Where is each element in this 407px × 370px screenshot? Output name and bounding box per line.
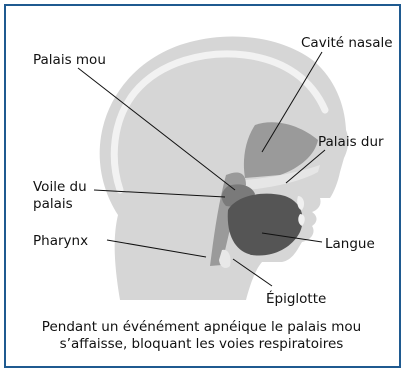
label-palais-dur: Palais dur	[318, 134, 384, 150]
nasal-cavity-shape	[243, 122, 318, 178]
skull-outline	[110, 50, 329, 194]
label-voile-du-palais-line2: palais	[33, 196, 73, 212]
label-langue: Langue	[325, 236, 375, 252]
leader-cavite-nasale	[261, 51, 323, 153]
label-pharynx: Pharynx	[33, 233, 88, 249]
label-palais-mou: Palais mou	[33, 52, 106, 68]
teeth-shape	[297, 196, 305, 226]
hard-palate-shape	[245, 165, 320, 190]
leader-voile	[93, 189, 226, 198]
caption-line-2: s’affaisse, bloquant les voies respirato…	[59, 336, 344, 352]
leader-lines	[77, 51, 326, 287]
leader-epiglotte	[232, 258, 273, 287]
label-cavite-nasale: Cavité nasale	[301, 35, 393, 51]
epiglottis-shape	[219, 249, 231, 268]
leader-palais-dur	[285, 149, 326, 184]
caption-line-1: Pendant un événément apnéique le palais …	[41, 319, 362, 335]
tongue-shape	[227, 193, 303, 256]
leader-pharynx	[106, 239, 207, 258]
label-voile-du-palais-line1: Voile du	[33, 179, 87, 195]
diagram-caption: Pendant un événément apnéique le palais …	[10, 319, 393, 353]
label-epiglotte: Épiglotte	[266, 290, 326, 307]
leader-langue	[261, 232, 323, 243]
leader-palais-mou	[77, 67, 236, 191]
